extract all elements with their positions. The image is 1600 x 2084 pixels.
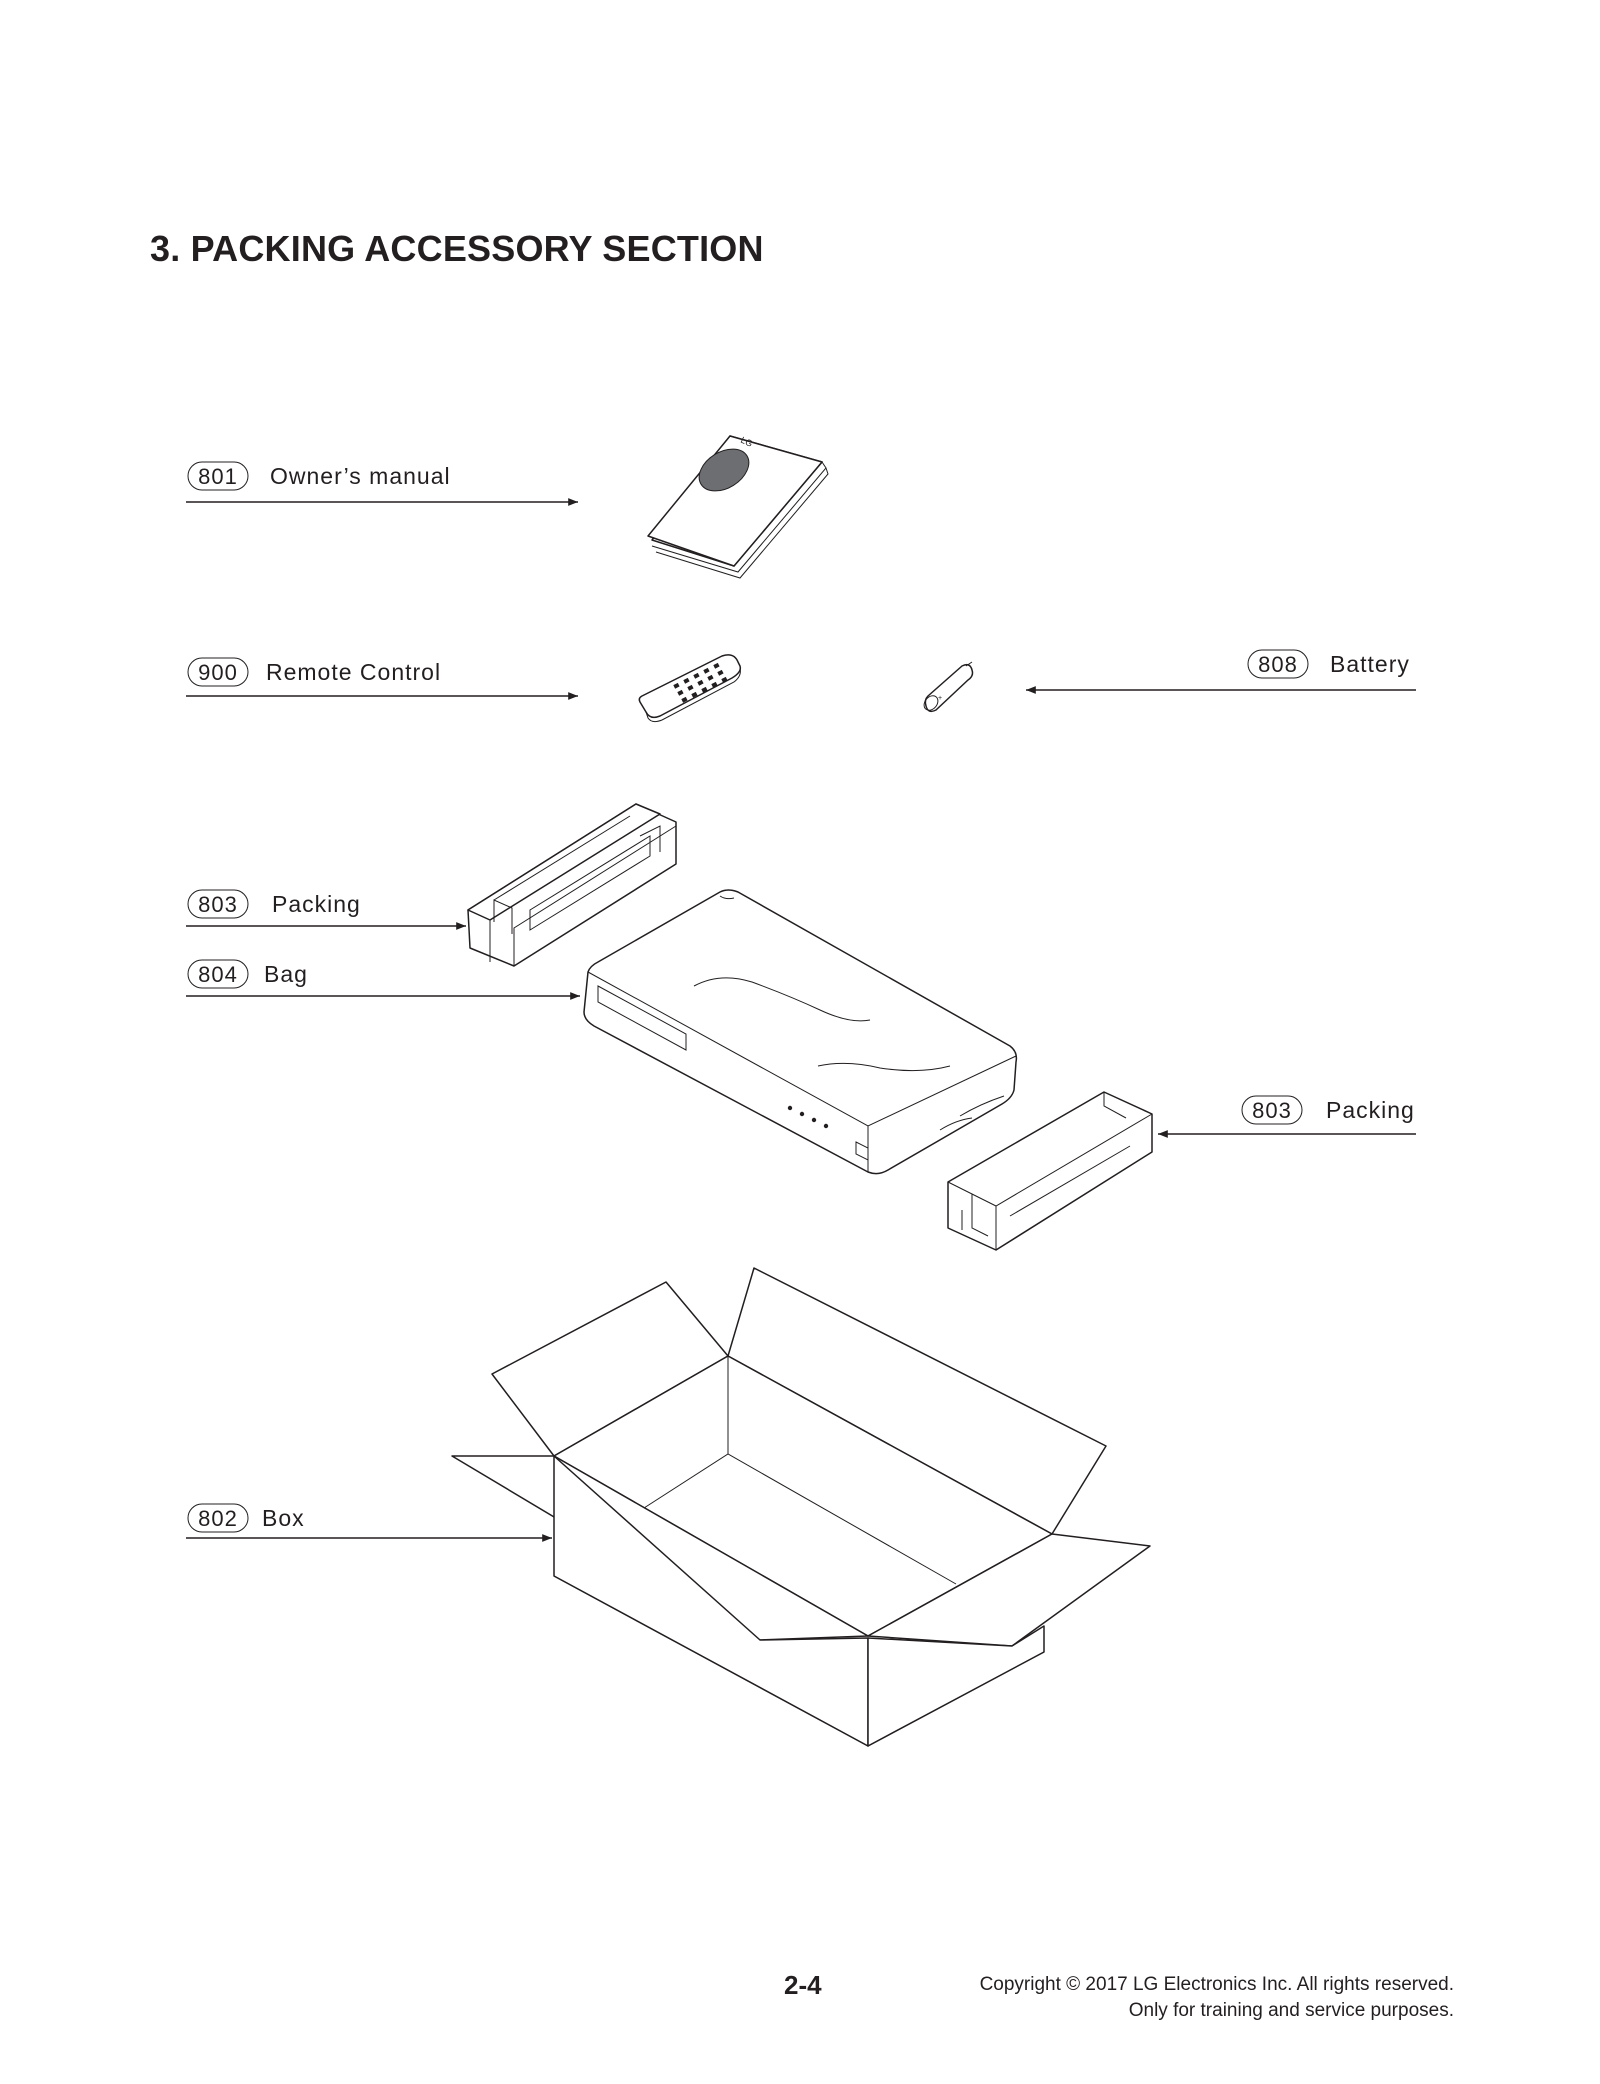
indicator-led-icon <box>811 1117 817 1123</box>
callout-number-badge <box>187 1503 249 1533</box>
callout-number: 808 <box>1258 652 1298 677</box>
callout-number: 803 <box>1252 1098 1292 1123</box>
callout-number-badge <box>187 959 249 989</box>
callout-900-remote-control: 900 Remote Control <box>186 657 578 700</box>
svg-text:+: + <box>938 695 942 702</box>
callout-804-bag: 804 Bag <box>186 959 580 1000</box>
box-part <box>451 1267 1151 1747</box>
callout-label: Packing <box>272 891 361 917</box>
callout-number: 801 <box>198 464 238 489</box>
player-in-bag-part <box>583 889 1018 1175</box>
disc-tray-icon <box>597 985 687 1051</box>
callout-number-badge <box>187 657 249 687</box>
battery-part: + <box>923 661 974 713</box>
callout-802-box: 802 Box <box>186 1503 552 1542</box>
callout-number: 803 <box>198 892 238 917</box>
callout-label: Box <box>262 1505 305 1531</box>
callout-label: Owner’s manual <box>270 463 451 489</box>
copyright-line: Copyright © 2017 LG Electronics Inc. All… <box>979 1974 1454 1995</box>
callout-label: Remote Control <box>266 659 441 685</box>
usb-port-icon <box>855 1141 869 1161</box>
copyright-notice: Copyright © 2017 LG Electronics Inc. All… <box>980 1972 1454 2024</box>
remote-control-part <box>638 654 742 723</box>
callout-number-badge <box>187 889 249 919</box>
callout-label: Bag <box>264 961 308 987</box>
page-number: 2-4 <box>784 1970 822 2000</box>
callout-803-packing-right: 803 Packing <box>1158 1095 1416 1138</box>
remote-keypad-icon <box>673 662 728 703</box>
callout-number: 900 <box>198 660 238 685</box>
indicator-led-icon <box>787 1105 793 1111</box>
usage-note: Only for training and service purposes. <box>1128 2000 1454 2021</box>
callout-number-badge <box>1247 649 1309 679</box>
manual-brand-text: LG <box>739 435 754 449</box>
manual-cover-logo-icon <box>698 448 750 492</box>
packing-foam-left-part <box>467 803 677 967</box>
owners-manual-part: LG <box>647 435 829 579</box>
indicator-led-icon <box>799 1111 805 1117</box>
packing-foam-right-part <box>947 1091 1153 1251</box>
callout-label: Battery <box>1330 651 1410 677</box>
callout-number-badge <box>187 461 249 491</box>
indicator-led-icon <box>823 1123 829 1129</box>
callout-803-packing-left: 803 Packing <box>186 889 466 930</box>
callout-808-battery: 808 Battery <box>1026 649 1416 694</box>
callout-number: 802 <box>198 1506 238 1531</box>
callout-number-badge <box>1241 1095 1303 1125</box>
page-title: 3. PACKING ACCESSORY SECTION <box>150 228 764 269</box>
callout-label: Packing <box>1326 1097 1415 1123</box>
callout-801-owners-manual: 801 Owner’s manual <box>186 461 578 506</box>
callout-number: 804 <box>198 962 238 987</box>
